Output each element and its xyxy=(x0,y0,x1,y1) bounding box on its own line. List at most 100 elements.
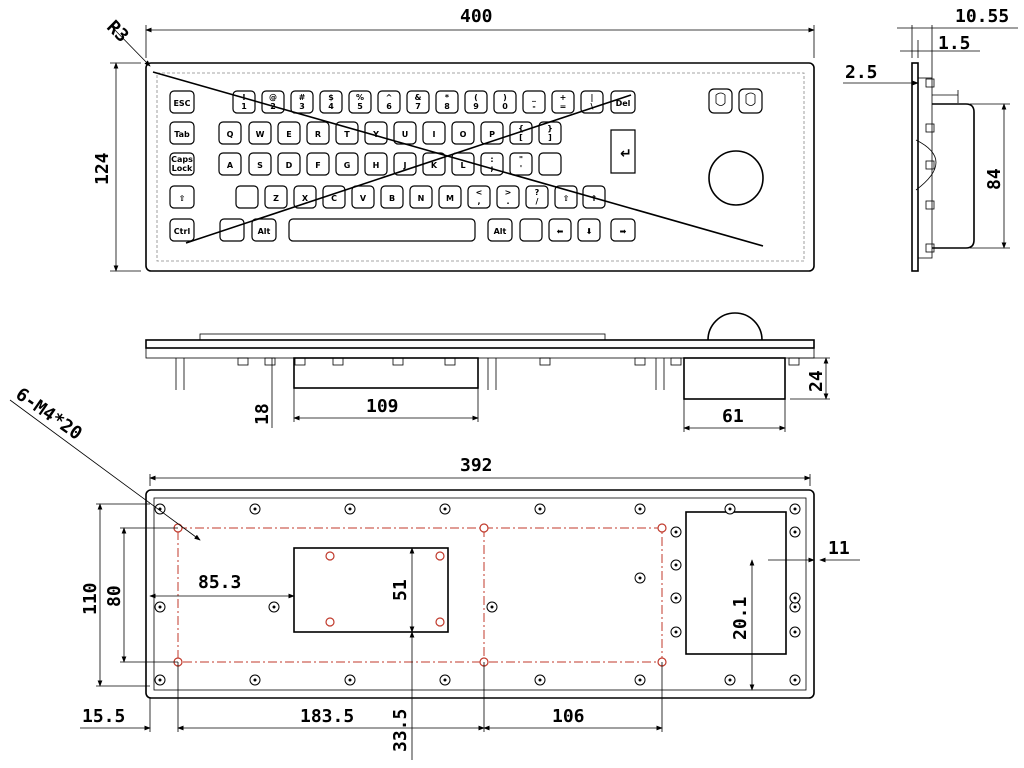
dim-corner-radius: R3 xyxy=(102,17,132,47)
key-label: ➡ xyxy=(620,227,627,236)
key xyxy=(580,90,604,114)
dim-side-height: 84 xyxy=(984,168,1005,190)
key xyxy=(351,185,375,209)
dim-height-total: 124 xyxy=(92,152,113,185)
key-label: E xyxy=(286,130,291,139)
key xyxy=(464,90,488,114)
front-bolt xyxy=(670,357,682,366)
mounting-hole xyxy=(479,523,489,533)
key xyxy=(306,152,330,176)
mounting-hole xyxy=(657,523,667,533)
key-label: \ xyxy=(591,102,594,111)
mounting-hole xyxy=(325,551,335,561)
key-label: < xyxy=(476,188,483,197)
key-label: X xyxy=(302,194,309,203)
key-label: | xyxy=(591,93,594,102)
key xyxy=(169,218,195,242)
key-label: ⇧ xyxy=(563,194,570,203)
key-label: 0 xyxy=(502,102,508,111)
right-mouse-button xyxy=(738,88,763,114)
key-label: P xyxy=(489,130,495,139)
key-label: ^ xyxy=(386,93,393,102)
key-label: H xyxy=(373,161,380,170)
key-label: 1 xyxy=(241,102,247,111)
key-label: 3 xyxy=(299,102,305,111)
key xyxy=(480,121,504,145)
key xyxy=(288,218,476,242)
bottom-view: 6-M4*20 392 110 80 85.3 51 11 20.1 xyxy=(9,384,860,760)
cross-line xyxy=(185,94,632,244)
dim-side-thick: 1.5 xyxy=(938,33,971,54)
front-bolt xyxy=(237,357,249,366)
key xyxy=(277,121,301,145)
key-label: = xyxy=(560,102,567,111)
dim-holes: 6-M4*20 xyxy=(12,384,86,445)
key-label: ? xyxy=(535,188,540,197)
key-label: 6 xyxy=(386,102,392,111)
key xyxy=(380,185,404,209)
dim-side-total: 10.55 xyxy=(955,6,1009,27)
key-label: Del xyxy=(616,99,631,108)
front-bolt xyxy=(294,357,306,366)
key-label: " xyxy=(519,155,523,164)
key-label: 4 xyxy=(328,102,334,111)
key-label: J xyxy=(403,161,407,170)
key xyxy=(169,152,195,176)
key-label: V xyxy=(360,194,367,203)
key-label: * xyxy=(445,93,450,102)
dim-bottom-height: 110 xyxy=(80,582,101,615)
dim-inner-x: 85.3 xyxy=(198,572,241,593)
key xyxy=(496,185,520,209)
front-bolt xyxy=(444,357,456,366)
dim-left-margin: 15.5 xyxy=(82,706,125,727)
key-label: 5 xyxy=(357,102,363,111)
key-label: D xyxy=(286,161,293,170)
key-label: ⇧ xyxy=(179,194,186,203)
key-label: B xyxy=(389,194,395,203)
dim-hole-span-1: 183.5 xyxy=(300,706,354,727)
key-label: & xyxy=(415,93,422,102)
side-bolt xyxy=(925,78,935,88)
key xyxy=(467,185,491,209)
key xyxy=(509,121,533,145)
key xyxy=(169,121,195,145)
key-label: - xyxy=(532,102,535,111)
key xyxy=(364,152,388,176)
key xyxy=(218,152,242,176)
key xyxy=(277,152,301,176)
cross-line xyxy=(152,71,764,247)
key xyxy=(335,121,359,145)
key-label: N xyxy=(418,194,425,203)
key xyxy=(335,152,359,176)
dim-bottom-width: 392 xyxy=(460,455,493,476)
key xyxy=(169,185,195,209)
key xyxy=(525,185,549,209)
side-bolt xyxy=(925,243,935,253)
key-label: % xyxy=(356,93,364,102)
key xyxy=(522,90,546,114)
key xyxy=(251,218,277,242)
key-grid: ESC!1@2#3$4%5^6&7*8(9)0_-+=|\DelTabQWERT… xyxy=(169,90,636,242)
key xyxy=(548,218,572,242)
key-label: { xyxy=(518,124,524,133)
key xyxy=(169,90,195,114)
key-label: + xyxy=(560,93,567,102)
key xyxy=(538,152,562,176)
front-bolt xyxy=(264,357,276,366)
top-view: ESC!1@2#3$4%5^6&7*8(9)0_-+=|\DelTabQWERT… xyxy=(92,6,815,272)
key xyxy=(319,90,343,114)
key-label: $ xyxy=(328,93,334,102)
key xyxy=(348,90,372,114)
dim-front-depth: 18 xyxy=(252,403,273,425)
key xyxy=(451,121,475,145)
front-bolt xyxy=(788,357,800,366)
key-label: ) xyxy=(503,93,507,102)
dim-hole-span-2: 106 xyxy=(552,706,585,727)
key-label: Caps xyxy=(171,155,193,164)
key-label: [ xyxy=(519,133,523,142)
key-label: Y xyxy=(372,130,379,139)
front-bolt xyxy=(539,357,551,366)
front-bolt xyxy=(634,357,646,366)
key-label: Ctrl xyxy=(174,227,191,236)
key xyxy=(219,218,245,242)
